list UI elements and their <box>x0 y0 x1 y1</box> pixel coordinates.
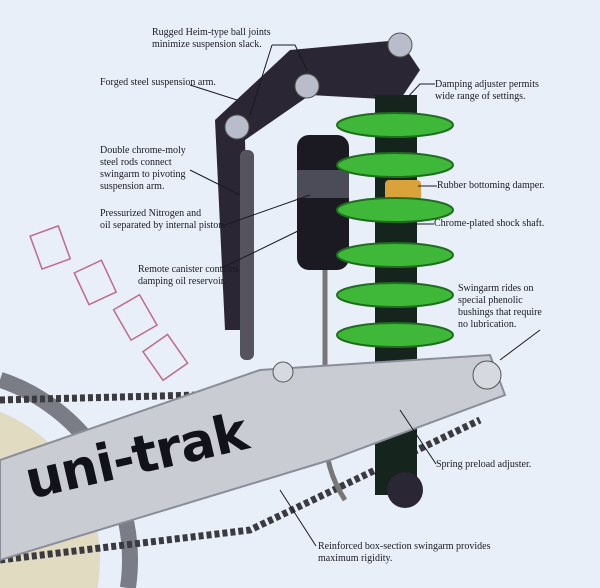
steel-rod <box>240 150 254 360</box>
label-line: Damping adjuster permits <box>435 79 539 90</box>
label-line: damping oil reservoir. <box>138 276 227 287</box>
label-ball-joints: Rugged Heim-type ball joints minimize su… <box>152 27 271 51</box>
label-rods: Double chrome-moly steel rods connect sw… <box>100 145 186 193</box>
pivot-bushing <box>472 360 502 390</box>
label-line: Remote canister contains <box>138 264 239 275</box>
label-line: Double chrome-moly <box>100 145 186 156</box>
label-bushings: Swingarm rides on special phenolic bushi… <box>458 283 542 331</box>
label-line: Forged steel suspension arm. <box>100 77 216 88</box>
label-line: minimize suspension slack. <box>152 39 262 50</box>
label-line: Rugged Heim-type ball joints <box>152 27 271 38</box>
label-swingarm: Reinforced box-section swingarm provides… <box>318 541 490 565</box>
sprocket-outlines <box>29 224 189 382</box>
leader-lines <box>189 44 541 547</box>
ball-joint <box>294 73 320 99</box>
label-line: Rubber bottoming damper. <box>437 180 545 191</box>
suspension-arm <box>215 40 420 330</box>
label-line: steel rods connect <box>100 157 172 168</box>
label-line: Pressurized Nitrogen and <box>100 208 202 219</box>
label-line: Swingarm rides on <box>458 283 534 294</box>
drive-chain-lower <box>0 416 482 564</box>
label-bottoming-damper: Rubber bottoming damper. <box>437 180 545 192</box>
label-line: wide range of settings. <box>435 91 526 102</box>
label-suspension-arm: Forged steel suspension arm. <box>100 77 216 89</box>
swingarm-bolt <box>272 361 294 383</box>
ball-joint <box>224 114 250 140</box>
label-line: special phenolic <box>458 295 523 306</box>
canister-band <box>297 170 349 198</box>
label-line: no lubrication. <box>458 319 517 330</box>
label-shock-shaft: Chrome-plated shock shaft. <box>434 218 544 230</box>
label-line: suspension arm. <box>100 181 165 192</box>
swingarm <box>0 353 507 562</box>
label-preload: Spring preload adjuster. <box>436 459 531 471</box>
label-line: maximum rigidity. <box>318 553 393 564</box>
label-canister: Remote canister contains damping oil res… <box>138 264 239 288</box>
label-line: swingarm to pivoting <box>100 169 186 180</box>
ball-joint <box>387 32 413 58</box>
label-damping-adjuster: Damping adjuster permits wide range of s… <box>435 79 539 103</box>
label-line: Chrome-plated shock shaft. <box>434 218 545 229</box>
label-line: Reinforced box-section swingarm provides <box>318 541 491 552</box>
lower-link <box>387 472 423 508</box>
label-line: bushings that require <box>458 307 542 318</box>
label-line: Spring preload adjuster. <box>436 459 532 470</box>
label-nitrogen: Pressurized Nitrogen and oil separated b… <box>100 208 226 232</box>
label-line: oil separated by internal piston. <box>100 220 226 231</box>
remote-canister <box>297 135 349 270</box>
